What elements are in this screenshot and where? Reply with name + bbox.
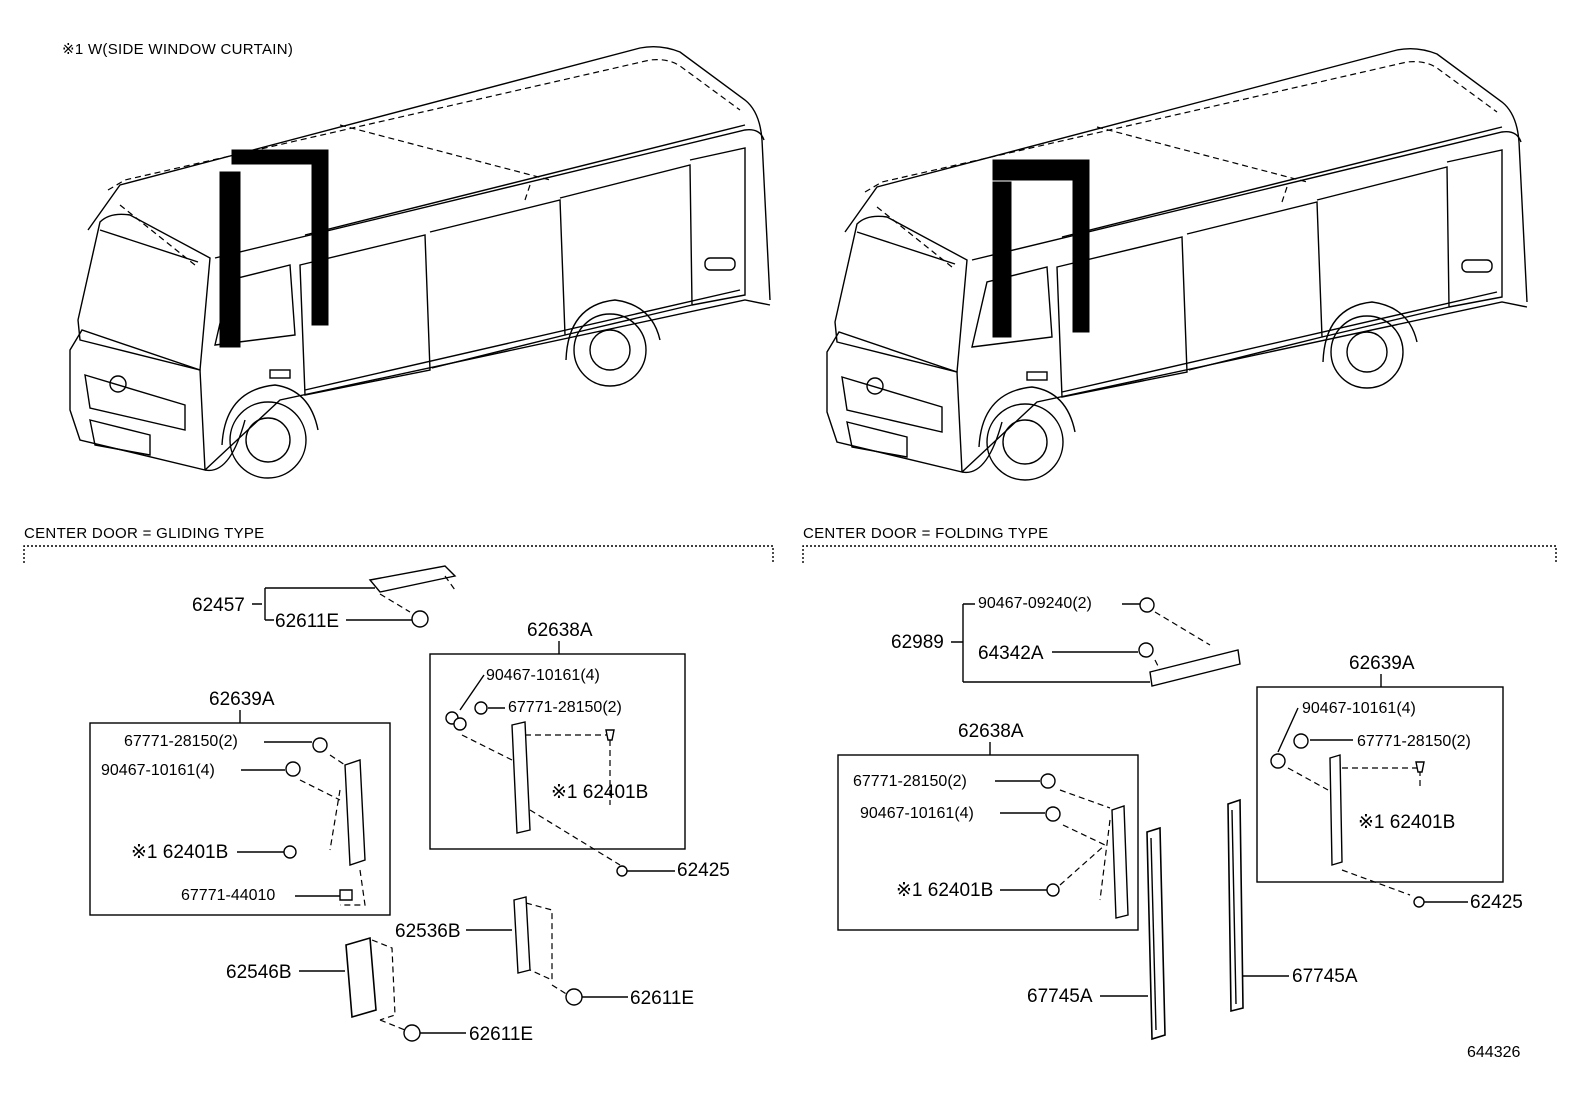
label-62536B: 62536B <box>395 921 461 942</box>
label-62611E-bot: 62611E <box>469 1024 533 1045</box>
kit-box-62639A <box>89 722 391 916</box>
label-62611E-mid: 62611E <box>630 988 694 1009</box>
label-62638A-r: 62638A <box>958 721 1024 742</box>
label-62639A-r: 62639A <box>1349 653 1415 674</box>
label-90467-09240: 90467-09240(2) <box>978 595 1092 612</box>
curtain-note: ※1 W(SIDE WINDOW CURTAIN) <box>62 41 293 58</box>
section-title-gliding: CENTER DOOR = GLIDING TYPE <box>24 525 264 542</box>
label-67771-28150-r-b: 67771-28150(2) <box>853 773 967 790</box>
bus-illustration-right <box>826 47 1528 481</box>
weatherstrip-67745A-b <box>1227 798 1244 1013</box>
kit-box-62638A-r <box>837 754 1139 931</box>
label-62638A: 62638A <box>527 620 593 641</box>
label-67745A-b: 67745A <box>1292 966 1358 987</box>
label-62546B: 62546B <box>226 962 292 983</box>
label-62401B-a: ※1 62401B <box>551 782 648 803</box>
folding-type-parts: 90467-09240(2) 62989 64342A 62639A 90467… <box>837 595 1523 1041</box>
label-67771-28150-r-a: 67771-28150(2) <box>1357 733 1471 750</box>
label-62611E-top: 62611E <box>275 611 339 632</box>
kit-box-62639A-r <box>1256 686 1504 883</box>
gliding-type-parts: 62457 62611E 62638A 90467-10161(4) 67771… <box>89 565 730 1045</box>
label-90467-10161-r-a: 90467-10161(4) <box>1302 700 1416 717</box>
bus-illustration-left <box>69 45 771 479</box>
label-62639A: 62639A <box>209 689 275 710</box>
label-62425-r: 62425 <box>1470 892 1523 913</box>
label-64342A: 64342A <box>978 643 1044 664</box>
clip-62611E <box>411 610 429 628</box>
drawing-number: 644326 <box>1467 1044 1520 1061</box>
label-62401B-b: ※1 62401B <box>131 842 228 863</box>
label-90467-10161-r-b: 90467-10161(4) <box>860 805 974 822</box>
label-62425-a: 62425 <box>677 860 730 881</box>
kit-box-62638A <box>429 653 686 850</box>
label-62457: 62457 <box>192 595 245 616</box>
part-64342A <box>1149 649 1241 687</box>
label-90467-10161-b: 90467-10161(4) <box>101 762 215 779</box>
label-62401B-r-b: ※1 62401B <box>896 880 993 901</box>
label-67771-28150-b: 67771-28150(2) <box>124 733 238 750</box>
label-67771-44010: 67771-44010 <box>181 887 275 904</box>
section-title-folding: CENTER DOOR = FOLDING TYPE <box>803 525 1048 542</box>
label-67745A-a: 67745A <box>1027 986 1093 1007</box>
label-62401B-r-a: ※1 62401B <box>1358 812 1455 833</box>
label-67771-28150-a: 67771-28150(2) <box>508 699 622 716</box>
label-62989: 62989 <box>891 632 944 653</box>
label-90467-10161-a: 90467-10161(4) <box>486 667 600 684</box>
